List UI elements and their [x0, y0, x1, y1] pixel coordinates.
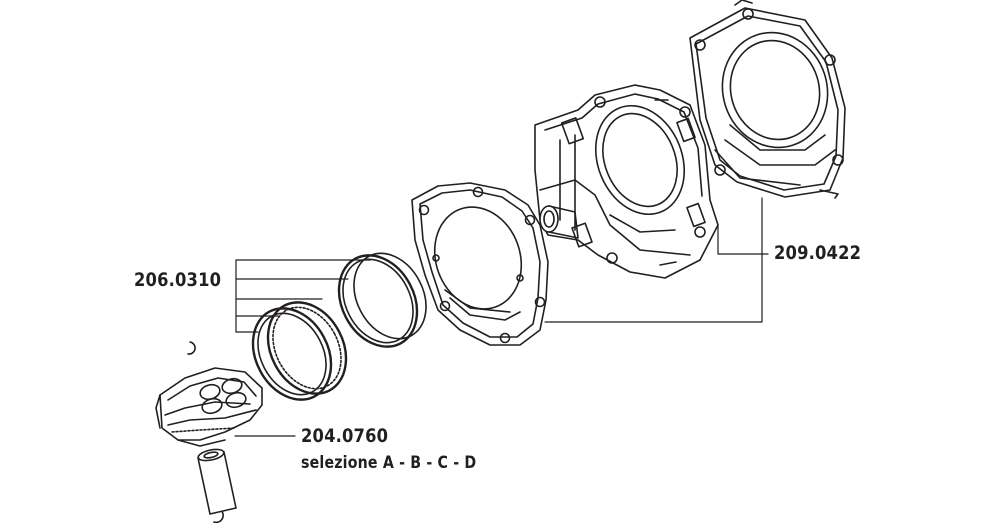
cylinder-block-rear [689, 0, 846, 199]
leader-lines [234, 197, 769, 437]
piston-rings [251, 252, 427, 401]
piston-pin [197, 448, 237, 515]
cylinder-block-front [534, 84, 719, 279]
piston-part-number: 204.0760 [301, 425, 389, 447]
base-gasket [411, 182, 549, 346]
piston-selection-note: selezione A - B - C - D [301, 453, 477, 472]
cylinder-kit-part-number: 209.0422 [774, 242, 862, 264]
piston [155, 367, 263, 447]
rings-part-number: 206.0310 [134, 269, 222, 291]
circlip-upper [187, 341, 196, 355]
